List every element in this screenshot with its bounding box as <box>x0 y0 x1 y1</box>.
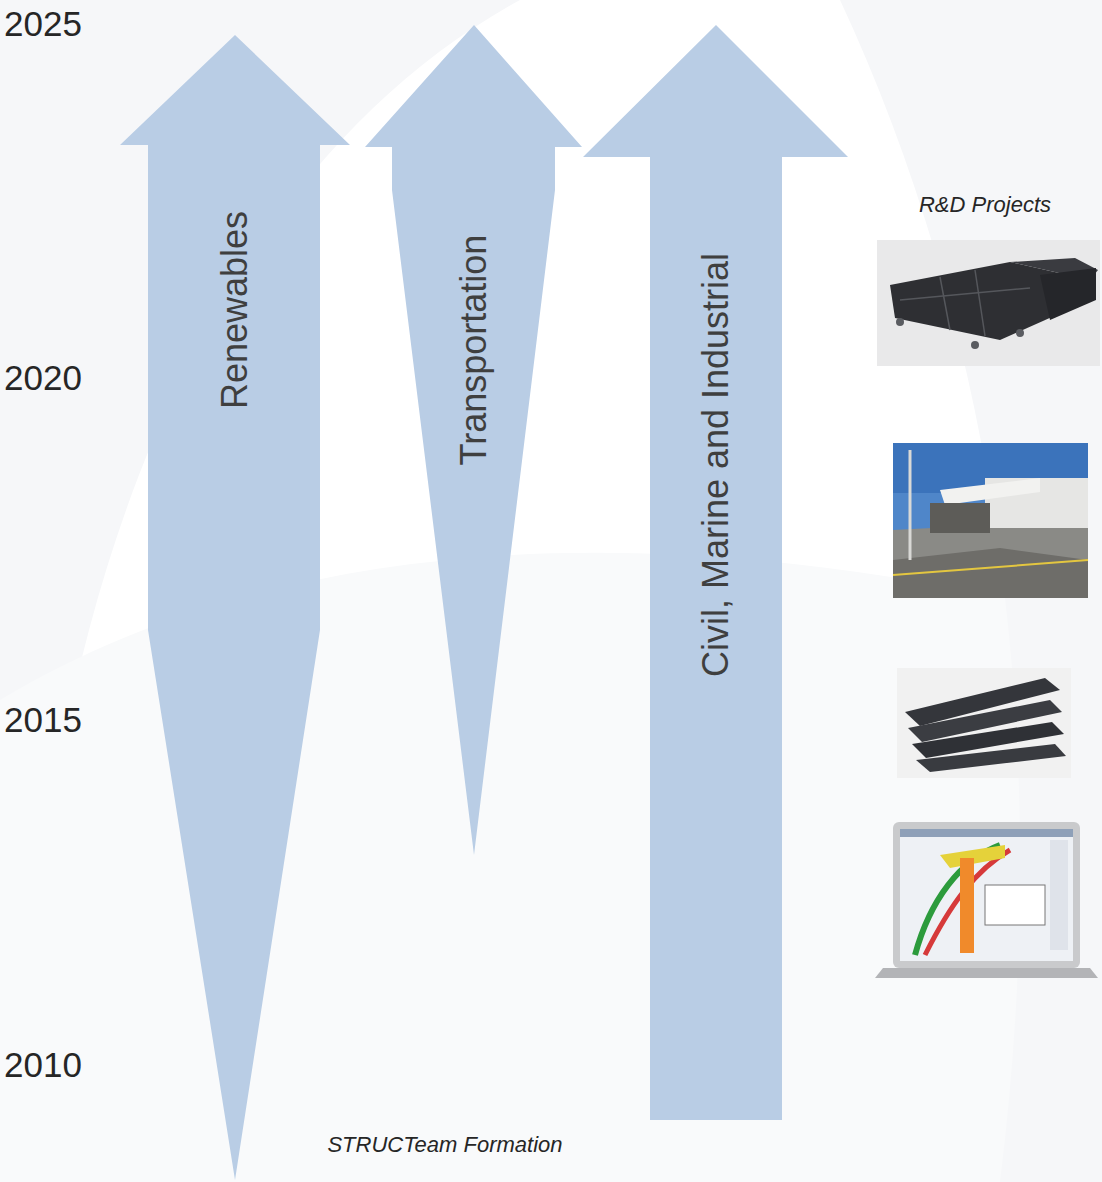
year-label: 2015 <box>4 700 82 740</box>
arrow-band: Civil, Marine and Industrial <box>583 25 848 1120</box>
battery-box-photo <box>877 240 1100 366</box>
arrow-outline <box>120 35 350 1180</box>
arrow-shape <box>120 35 350 1180</box>
arrow-label: Civil, Marine and Industrial <box>698 253 734 677</box>
year-label: 2020 <box>4 358 82 398</box>
year-label: 2010 <box>4 1045 82 1085</box>
laptop-software-illustration <box>875 822 1098 978</box>
background-swoosh <box>840 0 1102 1182</box>
arrow-outline <box>365 25 582 855</box>
year-label: 2025 <box>4 4 82 44</box>
composite-plates-photo <box>897 668 1071 778</box>
section-heading: R&D Projects <box>919 192 1051 218</box>
arrow-band: Transportation <box>365 25 582 855</box>
arrow-outline <box>583 25 848 1120</box>
arrow-label: Renewables <box>217 211 253 409</box>
arrow-band: Renewables <box>120 35 350 1180</box>
arrow-label: Transportation <box>456 235 492 466</box>
station-canopy-photo <box>893 443 1088 598</box>
footnote-label: STRUCTeam Formation <box>327 1132 562 1158</box>
